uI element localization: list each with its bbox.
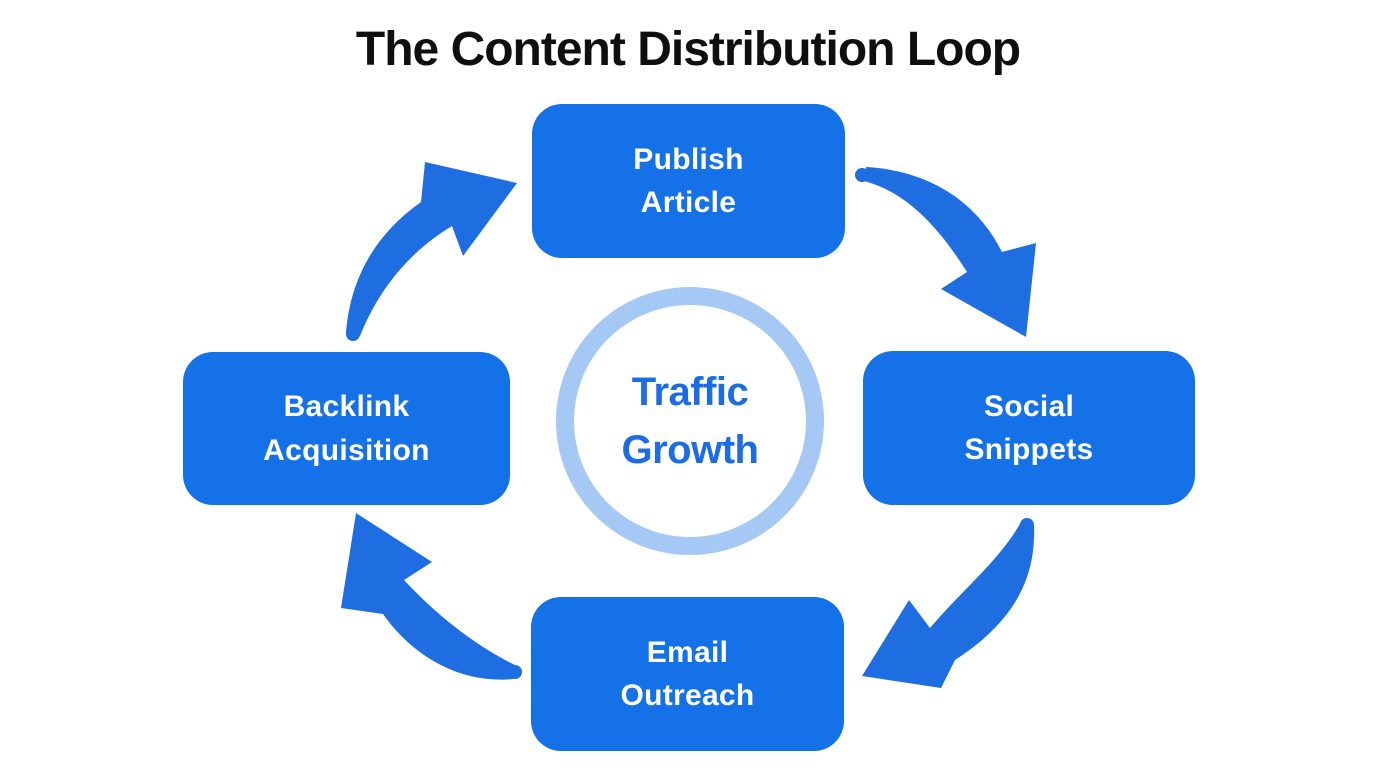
center-traffic-growth-circle: Traffic Growth	[556, 287, 824, 555]
arrow-publish-to-social-icon	[855, 167, 1036, 337]
node-label-line: Acquisition	[263, 433, 430, 467]
hub-label-line: Traffic	[631, 370, 749, 414]
node-label-line: Publish	[633, 142, 744, 176]
node-publish-article: Publish Article	[532, 104, 845, 258]
hub-label-line: Growth	[621, 428, 759, 472]
node-backlink-acquisition: Backlink Acquisition	[183, 352, 510, 505]
node-label-line: Snippets	[964, 433, 1094, 466]
arrow-backlink-to-publish-icon	[346, 162, 517, 341]
node-email-outreach: Email Outreach	[531, 597, 844, 751]
node-label-line: Email	[646, 635, 729, 669]
node-label-line: Social	[983, 389, 1075, 423]
diagram-title: The Content Distribution Loop	[355, 23, 1021, 76]
arrow-email-to-backlink-icon	[341, 513, 522, 680]
node-social-snippets: Social Snippets	[863, 351, 1195, 505]
node-label-line: Article	[640, 186, 737, 219]
arrow-social-to-email-icon	[862, 518, 1035, 688]
node-label-line: Backlink	[283, 390, 410, 423]
node-label-line: Outreach	[620, 679, 755, 712]
